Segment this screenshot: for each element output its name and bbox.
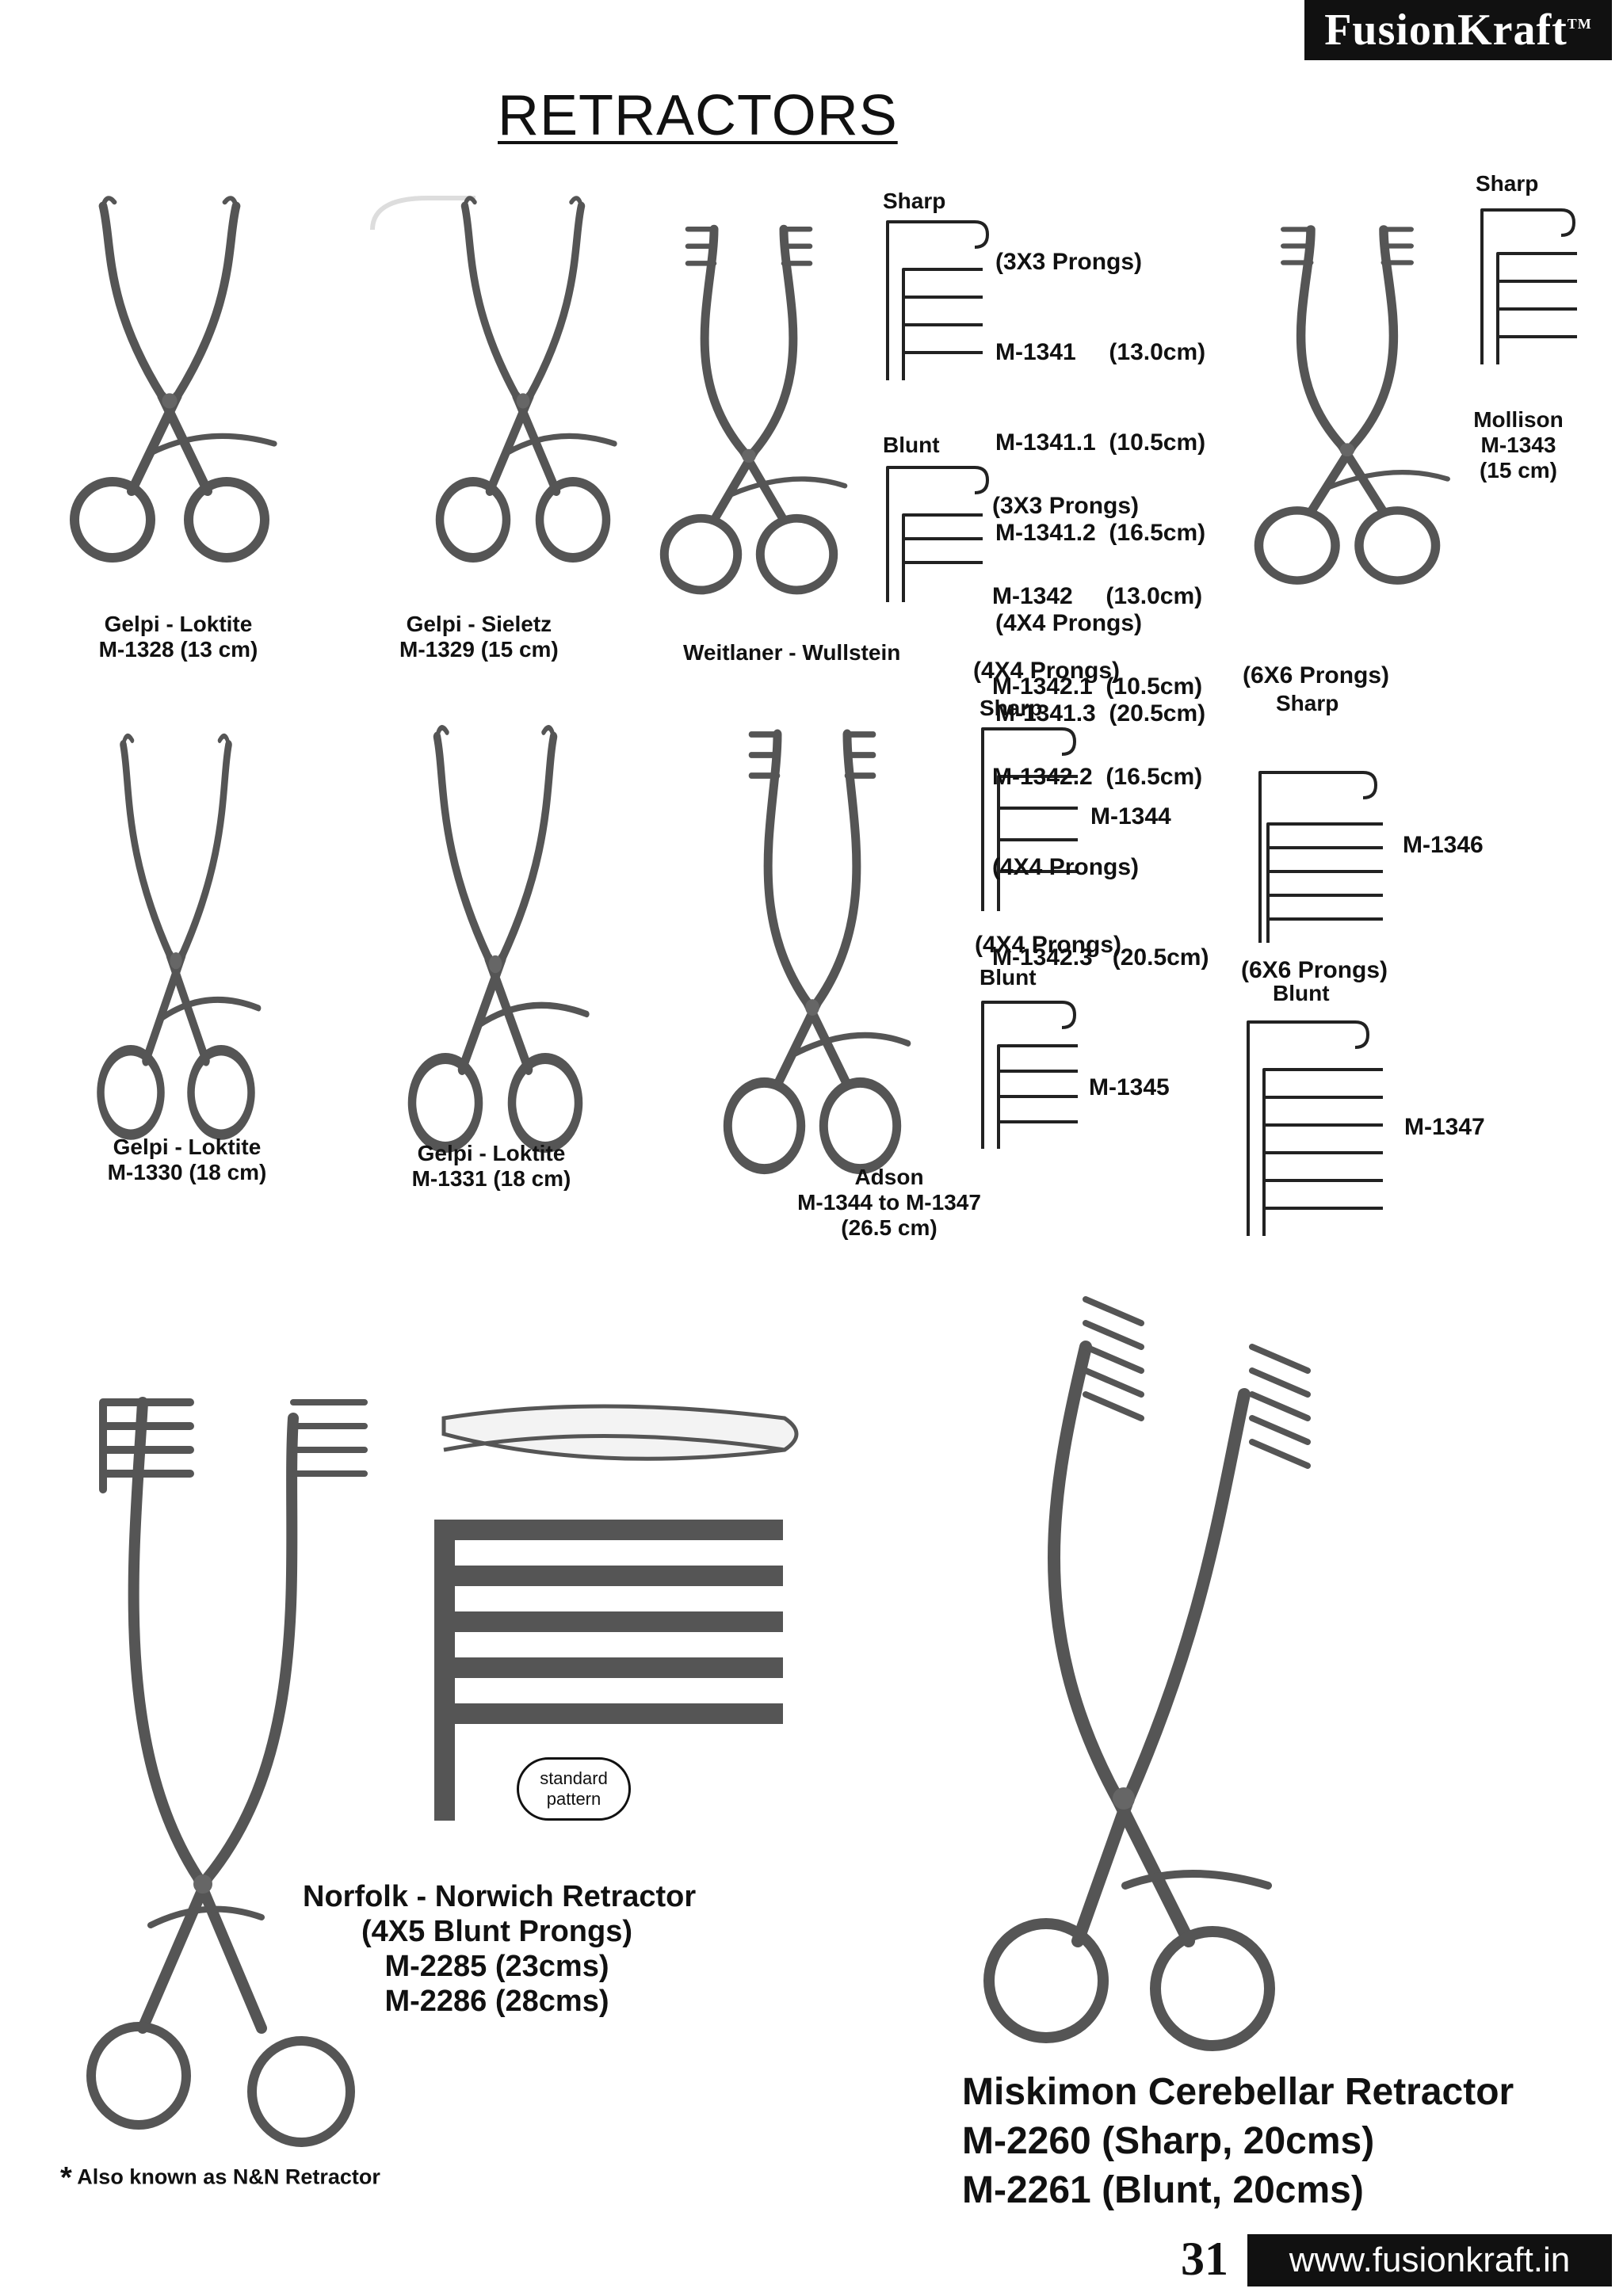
product-name: Miskimon Cerebellar Retractor: [962, 2071, 1514, 2113]
code-line: M-1342.1 (10.5cm): [992, 673, 1203, 700]
product-size: (26.5 cm): [841, 1215, 938, 1240]
product-code: M-2261 (Blunt, 20cms): [962, 2169, 1364, 2211]
weitlaner-blunt-codes: (3X3 Prongs) M-1342 (13.0cm) M-1342.1 (1…: [992, 431, 1209, 1003]
brand-name: FusionKraft: [1324, 6, 1568, 55]
mollison-tip-label: Sharp: [1476, 171, 1539, 196]
code-line: (4X4 Prongs): [995, 610, 1143, 636]
product-name: Gelpi - Loktite: [113, 1135, 262, 1159]
code-line: M-1342.3 (20.5cm): [992, 944, 1209, 971]
weitlaner-sharp-codes: (3X3 Prongs) M-1341 (13.0cm) M-1341.1 (1…: [995, 187, 1205, 759]
product-code: M-1344 to M-1347: [797, 1190, 981, 1215]
asterisk-icon: *: [60, 2161, 72, 2195]
product-code: M-2260 (Sharp, 20cms): [962, 2120, 1375, 2162]
product-name: Gelpi - Loktite: [104, 612, 253, 636]
standard-pattern-badge: standard pattern: [517, 1757, 631, 1821]
m1345-prongs-label: (4X4 Prongs): [975, 932, 1122, 958]
mollison-caption: Mollison M-1343 (15 cm): [1465, 407, 1572, 483]
product-size: (15 cm): [1479, 458, 1558, 482]
product-code: M-1343: [1480, 433, 1556, 457]
code-line: M-1341.2 (16.5cm): [995, 520, 1206, 546]
adson-caption: Adson M-1344 to M-1347 (26.5 cm): [786, 1165, 992, 1241]
code-line: M-1341.3 (20.5cm): [995, 700, 1206, 727]
code-line: M-1342.2 (16.5cm): [992, 764, 1203, 790]
code-line: (3X3 Prongs): [992, 493, 1140, 519]
gelpi-1331-caption: Gelpi - Loktite M-1331 (18 cm): [404, 1141, 579, 1192]
m1345-tip-label: Blunt: [980, 965, 1037, 990]
m1347-tip-label: Blunt: [1273, 981, 1330, 1005]
weitlaner-blunt-tip-label: Blunt: [883, 433, 940, 457]
weitlaner-sharp-tip-label: Sharp: [883, 189, 946, 213]
standard-pattern-text: standard pattern: [540, 1768, 608, 1809]
product-name: Adson: [854, 1165, 924, 1189]
m1344-prongs-label: (4X4 Prongs): [973, 658, 1121, 684]
product-code: M-1329 (15 cm): [399, 637, 559, 662]
product-name: Weitlaner - Wullstein: [683, 640, 901, 665]
code-line: (4X4 Prongs): [992, 854, 1140, 880]
page-number: 31: [1181, 2233, 1228, 2285]
gelpi-1329-caption: Gelpi - Sieletz M-1329 (15 cm): [399, 612, 559, 662]
website-link[interactable]: www.fusionkraft.in: [1247, 2234, 1612, 2286]
product-name: Gelpi - Loktite: [417, 1141, 566, 1165]
product-code: M-2286 (28cms): [384, 1985, 609, 2018]
gelpi-1330-caption: Gelpi - Loktite M-1330 (18 cm): [100, 1135, 274, 1185]
m1344-code: M-1344: [1090, 803, 1171, 830]
weitlaner-caption: Weitlaner - Wullstein: [683, 640, 900, 666]
product-code: M-1331 (18 cm): [411, 1166, 571, 1191]
m1346-code: M-1346: [1403, 832, 1484, 858]
footnote-text: Also known as N&N Retractor: [77, 2164, 380, 2189]
code-line: M-1341 (13.0cm): [995, 339, 1206, 365]
product-code: M-2285 (23cms): [384, 1950, 609, 1983]
gelpi-1328-caption: Gelpi - Loktite M-1328 (13 cm): [87, 612, 269, 662]
m1346-tip-label: Sharp: [1276, 691, 1339, 715]
norfolk-caption: Norfolk - Norwich Retractor (4X5 Blunt P…: [303, 1879, 697, 2019]
page-title: RETRACTORS: [498, 84, 898, 147]
code-line: (3X3 Prongs): [995, 249, 1143, 275]
code-line: M-1342 (13.0cm): [992, 583, 1203, 609]
m1347-code: M-1347: [1404, 1114, 1485, 1140]
brand-logo: FusionKraftTM: [1304, 0, 1612, 60]
norfolk-footnote: * Also known as N&N Retractor: [60, 2161, 380, 2195]
product-name: Mollison: [1473, 407, 1564, 432]
product-code: M-1330 (18 cm): [107, 1160, 267, 1184]
m1345-code: M-1345: [1089, 1074, 1170, 1100]
product-name: Norfolk - Norwich Retractor: [303, 1880, 697, 1913]
product-code: M-1328 (13 cm): [98, 637, 258, 662]
m1346-prongs-label: (6X6 Prongs): [1243, 662, 1390, 688]
product-name: Gelpi - Sieletz: [406, 612, 552, 636]
product-prongs: (4X5 Blunt Prongs): [361, 1915, 633, 1948]
m1347-prongs-label: (6X6 Prongs): [1241, 957, 1388, 983]
miskimon-caption: Miskimon Cerebellar Retractor M-2260 (Sh…: [962, 2068, 1514, 2215]
m1344-tip-label: Sharp: [980, 696, 1043, 720]
trademark-mark: TM: [1567, 16, 1592, 32]
code-line: M-1341.1 (10.5cm): [995, 429, 1206, 456]
